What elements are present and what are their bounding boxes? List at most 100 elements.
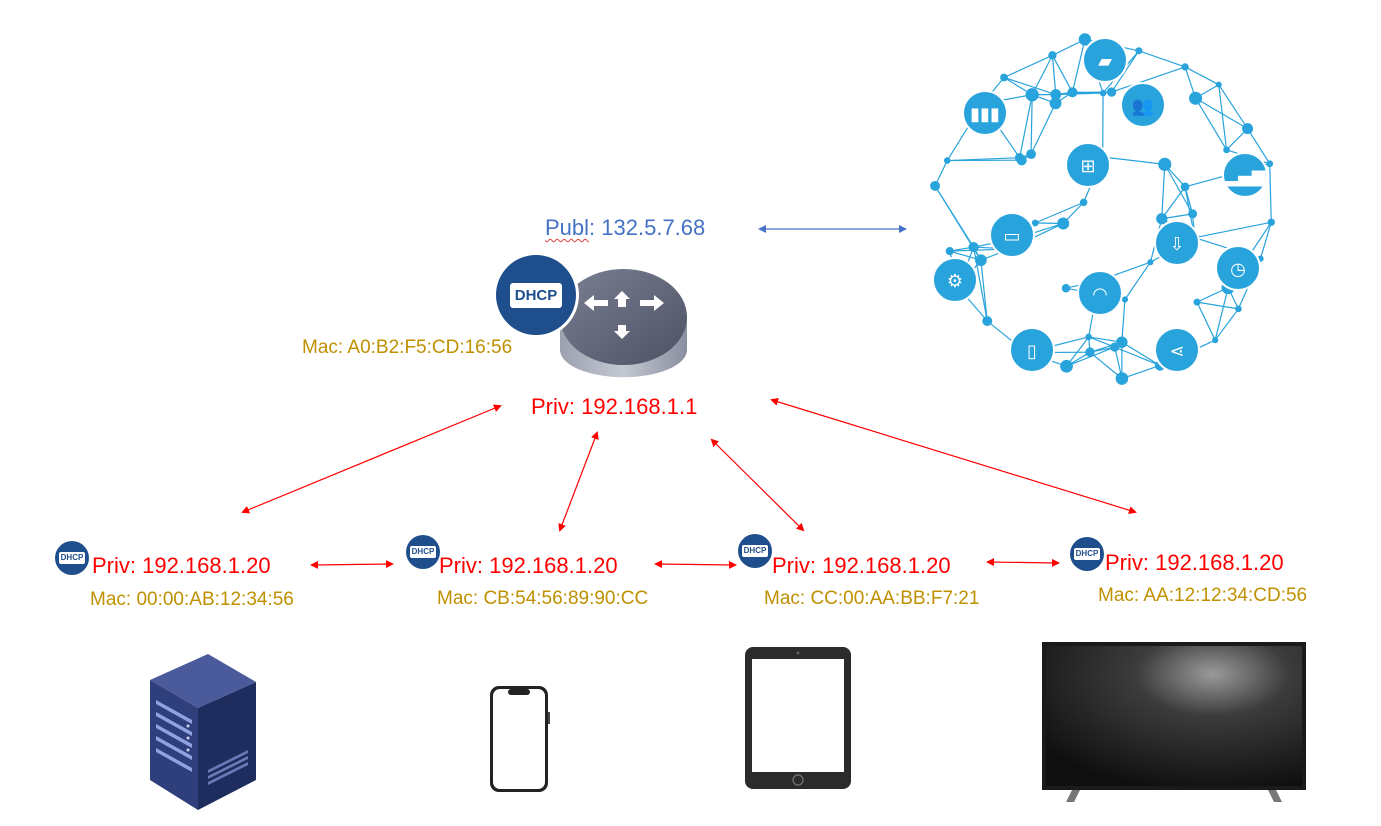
mesh-node bbox=[1031, 219, 1039, 227]
tv-dhcp-badge: DHCP bbox=[1070, 537, 1104, 571]
svg-text:◷: ◷ bbox=[1230, 259, 1246, 280]
battery-icon: ▮▮▮ bbox=[962, 90, 1008, 136]
smartphone-mac-address: Mac: CB:54:56:89:90:CC bbox=[437, 588, 649, 609]
router-tv-arrow bbox=[770, 397, 1137, 515]
mesh-link bbox=[1071, 39, 1086, 93]
mesh-node bbox=[1014, 152, 1025, 163]
mesh-node bbox=[1235, 305, 1242, 313]
settings-icon: ⚙ bbox=[932, 257, 978, 303]
tablet-mac-address: Mac: CC:00:AA:BB:F7:21 bbox=[764, 588, 980, 609]
mesh-node bbox=[944, 157, 951, 164]
mesh-node bbox=[945, 247, 954, 256]
mesh-link bbox=[1161, 186, 1186, 220]
monitor-icon: ▭ bbox=[989, 212, 1035, 258]
mesh-link bbox=[1196, 301, 1239, 310]
mesh-node bbox=[1266, 160, 1274, 168]
network-icons: ▰👥 ▮▮▮ ⊞ ▂▄▆ ▭ ⇩ ◷ ⚙ ◠ ▯ ⋖ bbox=[932, 37, 1268, 373]
mesh-link bbox=[1121, 341, 1161, 366]
tv-dhcp-label: DHCP bbox=[1073, 548, 1101, 560]
mesh-link bbox=[1218, 84, 1228, 150]
mesh-node bbox=[1079, 198, 1088, 207]
tablet-tv-arrow bbox=[986, 558, 1060, 567]
svg-text:👥: 👥 bbox=[1132, 96, 1154, 117]
server-icon bbox=[150, 654, 256, 810]
mesh-link bbox=[1111, 66, 1186, 93]
mesh-node bbox=[1189, 91, 1203, 105]
mesh-node bbox=[1223, 146, 1230, 154]
mesh-link bbox=[1003, 54, 1053, 79]
server-dhcp-badge: DHCP bbox=[55, 541, 89, 575]
mesh-node bbox=[1026, 149, 1036, 160]
mesh-node bbox=[1057, 217, 1070, 230]
users-icon: 👥 bbox=[1120, 82, 1166, 128]
television-icon bbox=[1042, 642, 1306, 802]
smartphone-dhcp-label: DHCP bbox=[409, 546, 437, 558]
router-private-ip: Priv: 192.168.1.1 bbox=[531, 394, 698, 419]
folder-icon: ▰ bbox=[1082, 37, 1128, 83]
mobile-icon: ▯ bbox=[1009, 327, 1055, 373]
mesh-node bbox=[1085, 347, 1095, 357]
svg-text:▂▄▆: ▂▄▆ bbox=[1223, 166, 1267, 187]
mesh-node bbox=[1116, 336, 1128, 348]
mesh-node bbox=[1193, 298, 1201, 306]
mesh-link bbox=[1184, 186, 1194, 215]
router-tablet-arrow bbox=[710, 438, 805, 532]
mesh-link bbox=[1034, 201, 1084, 224]
mesh-link bbox=[1121, 299, 1126, 343]
mesh-link bbox=[1269, 163, 1272, 223]
mesh-link bbox=[980, 260, 988, 322]
router-public-ip: Publ: 132.5.7.68 bbox=[545, 217, 705, 239]
mesh-node bbox=[1000, 73, 1008, 82]
mesh-link bbox=[1259, 222, 1272, 259]
router-mac-address: Mac: A0:B2:F5:CD:16:56 bbox=[302, 337, 513, 358]
mesh-node bbox=[1025, 88, 1039, 102]
mesh-link bbox=[1164, 164, 1194, 215]
mesh-link bbox=[1195, 97, 1228, 151]
server-mac-address: Mac: 00:00:AB:12:34:56 bbox=[90, 589, 294, 610]
mesh-link bbox=[1030, 94, 1033, 155]
mesh-node bbox=[1078, 33, 1092, 46]
mesh-link bbox=[1031, 55, 1053, 96]
mesh-link bbox=[1247, 128, 1271, 165]
mesh-node bbox=[1181, 63, 1189, 71]
mesh-link bbox=[1196, 301, 1216, 341]
svg-text:▯: ▯ bbox=[1027, 341, 1037, 362]
mesh-link bbox=[1055, 92, 1104, 96]
mesh-node bbox=[1215, 81, 1222, 88]
wifi-icon: ◠ bbox=[1077, 270, 1123, 316]
mesh-link bbox=[1195, 97, 1248, 130]
public-ip-value: : 132.5.7.68 bbox=[589, 215, 706, 240]
clock-icon: ◷ bbox=[1215, 245, 1261, 291]
mesh-node bbox=[1050, 89, 1062, 100]
router-dhcp-label: DHCP bbox=[509, 282, 563, 308]
windows-icon: ⊞ bbox=[1065, 142, 1111, 188]
mesh-link bbox=[1194, 221, 1272, 239]
mesh-node bbox=[975, 254, 987, 267]
bar-chart-icon: ▂▄▆ bbox=[1222, 152, 1268, 198]
mesh-node bbox=[930, 180, 941, 191]
mesh-node bbox=[1267, 218, 1275, 226]
mesh-node bbox=[1242, 123, 1254, 135]
svg-text:⇩: ⇩ bbox=[1169, 234, 1184, 255]
mesh-node bbox=[1158, 157, 1172, 171]
mesh-node bbox=[1099, 89, 1107, 97]
network-nodes bbox=[930, 33, 1275, 385]
mesh-node bbox=[1147, 259, 1154, 266]
tv-private-ip: Priv: 192.168.1.20 bbox=[1105, 550, 1284, 575]
router-smartphone-arrow bbox=[558, 431, 599, 532]
public-prefix: Publ bbox=[545, 215, 590, 240]
mesh-node bbox=[1048, 51, 1057, 60]
tablet-dhcp-label: DHCP bbox=[741, 545, 769, 557]
mesh-link bbox=[1121, 364, 1161, 380]
mesh-node bbox=[1060, 359, 1073, 373]
mesh-link bbox=[1051, 55, 1073, 93]
mesh-node bbox=[982, 316, 993, 327]
router-icon bbox=[560, 269, 687, 378]
share-icon: ⋖ bbox=[1154, 327, 1200, 373]
mesh-node bbox=[1212, 337, 1219, 344]
mesh-node bbox=[1188, 209, 1198, 219]
svg-text:▭: ▭ bbox=[1003, 226, 1020, 247]
server-private-ip: Priv: 192.168.1.20 bbox=[92, 553, 271, 578]
tv-mac-address: Mac: AA:12:12:34:CD:56 bbox=[1098, 585, 1308, 606]
router-dhcp-badge: DHCP bbox=[493, 252, 579, 338]
